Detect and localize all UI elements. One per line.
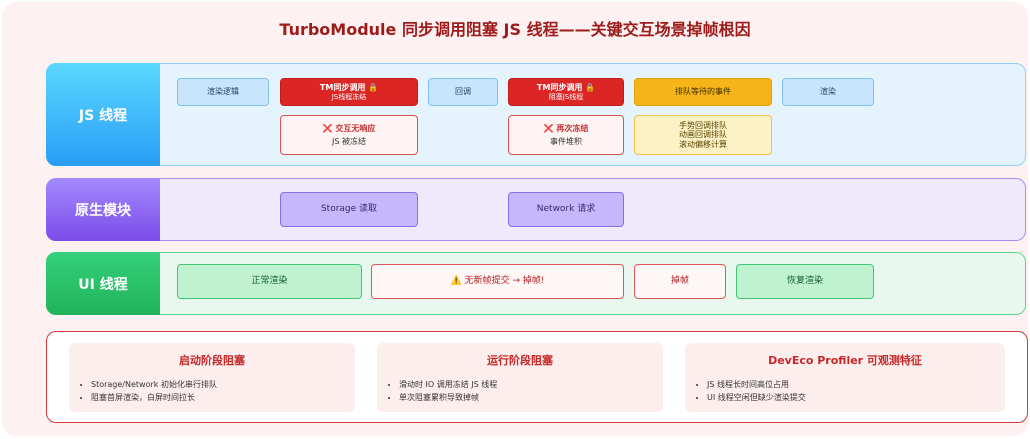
ui-thread-label: UI 线程 [46, 252, 160, 315]
storage-read-box: Storage 读取 [280, 192, 418, 227]
network-request-box: Network 请求 [508, 192, 624, 227]
profiler-features-item: UI 线程空闲但缺少渲染提交 [707, 391, 1005, 404]
render-label: 渲染 [820, 87, 836, 97]
queued-events-detail-box: 手势回调排队 动画回调排队 滚动偏移计算 [634, 115, 772, 155]
startup-block-item: 阻塞首屏渲染，白屏时间拉长 [91, 391, 355, 404]
frozen-note-box-2: ❌ 再次冻结 事件堆积 [508, 115, 624, 155]
frozen-note-1-title: ❌ 交互无响应 [322, 123, 376, 133]
normal-render-label: 正常渲染 [251, 276, 288, 287]
recover-render-box: 恢复渲染 [736, 264, 874, 299]
frozen-note-2-title: ❌ 再次冻结 [543, 123, 589, 133]
callback-box: 回调 [428, 78, 498, 106]
runtime-block-title: 运行阶段阻塞 [487, 354, 553, 367]
network-request-label: Network 请求 [536, 204, 596, 215]
frozen-note-1-detail: JS 被冻结 [332, 136, 366, 146]
startup-block-card: 启动阶段阻塞 Storage/Network 初始化串行排队 阻塞首屏渲染，白屏… [69, 343, 355, 412]
runtime-block-item: 滑动时 IO 调用冻结 JS 线程 [399, 378, 663, 391]
native-module-label: 原生模块 [46, 178, 160, 241]
profiler-features-card: DevEco Profiler 可观测特征 JS 线程长时间高位占用 UI 线程… [685, 343, 1005, 412]
queued-detail-line-1: 手势回调排队 [679, 120, 727, 130]
render-box: 渲染 [782, 78, 874, 106]
queued-events-label: 排队等待的事件 [675, 87, 731, 97]
frozen-note-box-1: ❌ 交互无响应 JS 被冻结 [280, 115, 418, 155]
tm-sync-call-2-subtitle: 阻塞JS线程 [548, 92, 584, 101]
frame-drop-label: 掉帧 [670, 276, 689, 287]
js-thread-label: JS 线程 [46, 63, 160, 166]
queued-events-box: 排队等待的事件 [634, 78, 772, 106]
tm-sync-call-box-1: TM同步调用 🔒 JS线程冻结 [280, 78, 418, 106]
profiler-features-item: JS 线程长时间高位占用 [707, 378, 1005, 391]
storage-read-label: Storage 读取 [320, 204, 378, 215]
no-new-frame-box: ⚠️ 无新帧提交 → 掉帧! [371, 264, 624, 299]
runtime-block-item: 单次阻塞累积导致掉帧 [399, 391, 663, 404]
recover-render-label: 恢复渲染 [786, 276, 823, 287]
frame-drop-box: 掉帧 [634, 264, 726, 299]
tm-sync-call-2-title: TM同步调用 🔒 [536, 83, 596, 92]
startup-block-title: 启动阶段阻塞 [179, 354, 245, 367]
normal-render-box: 正常渲染 [177, 264, 362, 299]
profiler-features-title: DevEco Profiler 可观测特征 [768, 354, 922, 367]
frozen-note-2-detail: 事件堆积 [550, 136, 582, 146]
runtime-block-card: 运行阶段阻塞 滑动时 IO 调用冻结 JS 线程 单次阻塞累积导致掉帧 [377, 343, 663, 412]
startup-block-item: Storage/Network 初始化串行排队 [91, 378, 355, 391]
render-logic-box: 渲染逻辑 [177, 78, 269, 106]
render-logic-label: 渲染逻辑 [207, 87, 239, 97]
tm-sync-call-1-subtitle: JS线程冻结 [331, 92, 367, 101]
no-new-frame-label: ⚠️ 无新帧提交 → 掉帧! [450, 276, 545, 287]
tm-sync-call-box-2: TM同步调用 🔒 阻塞JS线程 [508, 78, 624, 106]
queued-detail-line-3: 滚动偏移计算 [679, 139, 727, 149]
tm-sync-call-1-title: TM同步调用 🔒 [319, 83, 379, 92]
callback-label: 回调 [455, 87, 471, 97]
queued-detail-line-2: 动画回调排队 [679, 130, 727, 140]
diagram-title: TurboModule 同步调用阻塞 JS 线程——关键交互场景掉帧根因 [279, 20, 751, 39]
